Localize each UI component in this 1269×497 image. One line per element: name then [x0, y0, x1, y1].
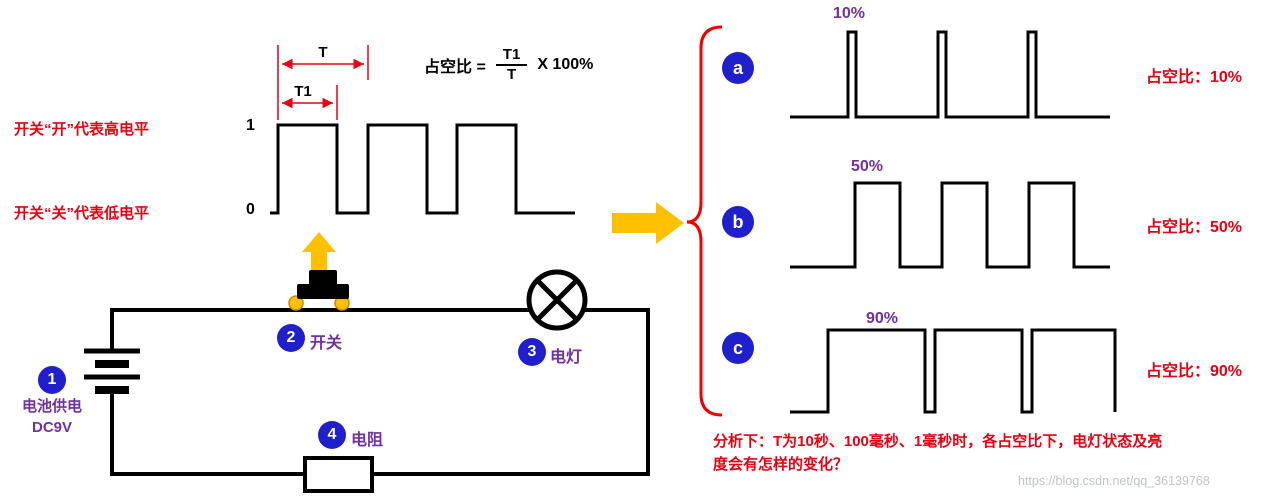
- badge-2-switch: 2: [277, 324, 305, 352]
- period-annotation: [277, 45, 369, 120]
- arrow-up-icon: [302, 232, 336, 270]
- badge-4-resistor: 4: [318, 421, 346, 449]
- switch-button-icon: [288, 270, 350, 311]
- low-level-label: 开关“关”代表低电平: [14, 205, 150, 222]
- badge-a: a: [722, 52, 754, 84]
- high-level-value: 1: [246, 117, 255, 134]
- t1-label: T1: [294, 83, 312, 100]
- analysis-line1: 分析下：T为10秒、100毫秒、1毫秒时，各占空比下，电灯状态及亮: [713, 433, 1163, 450]
- waveform-c-90pct: [790, 328, 1117, 414]
- main-waveform: [270, 123, 575, 215]
- analysis-line2: 度会有怎样的变化？: [713, 456, 849, 473]
- duty-text-c: 占空比：90%: [1146, 363, 1243, 380]
- battery-label-line1: 电池供电: [21, 398, 82, 415]
- watermark: https://blog.csdn.net/qq_36139768: [1018, 474, 1210, 488]
- percent-label-b: 50%: [851, 158, 884, 175]
- duty-text-a: 占空比：10%: [1146, 69, 1243, 86]
- waveform-b-50pct: [790, 181, 1110, 269]
- waveform-a-10pct: [790, 30, 1110, 119]
- low-level-value: 0: [246, 201, 255, 218]
- badge-b: b: [722, 206, 754, 238]
- t-label: T: [318, 44, 328, 61]
- badge-3-lamp: 3: [518, 338, 546, 366]
- analysis-question: 分析下：T为10秒、100毫秒、1毫秒时，各占空比下，电灯状态及亮 度会有怎样的…: [713, 430, 1265, 476]
- resistor-icon: [303, 456, 374, 493]
- high-level-label: 开关“开”代表高电平: [14, 121, 150, 138]
- battery-icon: [84, 348, 140, 394]
- formula-numerator: T1: [495, 46, 528, 66]
- battery-label-line2: DC9V: [31, 419, 72, 436]
- formula-suffix: X 100%: [537, 56, 594, 73]
- percent-label-c: 90%: [866, 310, 899, 327]
- percent-label-a: 10%: [833, 5, 866, 22]
- formula-denominator: T: [506, 66, 517, 83]
- brace-icon: [686, 25, 723, 417]
- badge-c: c: [722, 332, 754, 364]
- badge-1-battery: 1: [38, 366, 66, 394]
- lamp-label: 电灯: [550, 349, 583, 366]
- circuit-wires: [110, 308, 650, 476]
- battery-label: 电池供电 DC9V: [6, 396, 98, 438]
- formula-lhs: 占空比 =: [424, 59, 486, 76]
- formula-fraction: T1 T: [495, 46, 528, 84]
- lamp-icon: [526, 269, 588, 331]
- duty-text-b: 占空比：50%: [1146, 219, 1243, 236]
- switch-label: 开关: [310, 335, 343, 352]
- resistor-label: 电阻: [351, 432, 384, 449]
- duty-cycle-formula: 占空比 = T1 T X 100%: [424, 46, 593, 84]
- arrow-right-icon: [612, 202, 684, 244]
